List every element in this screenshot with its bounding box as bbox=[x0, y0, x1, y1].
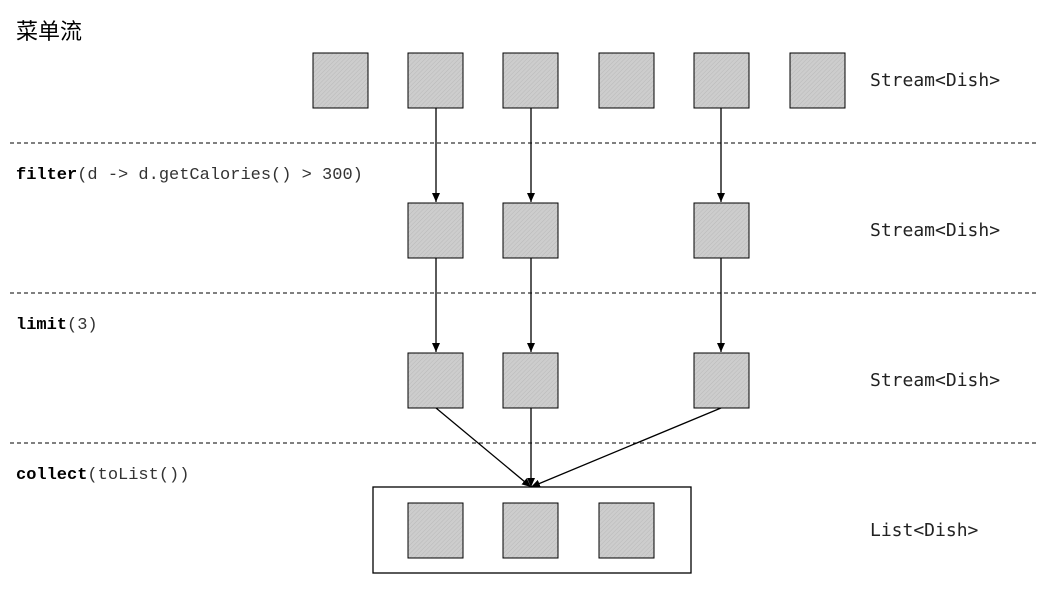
dish-box bbox=[502, 352, 559, 409]
dish-box bbox=[407, 352, 464, 409]
dish-box bbox=[789, 52, 846, 109]
arrow-collect-1 bbox=[435, 407, 532, 488]
dish-box bbox=[312, 52, 369, 109]
filter-op-name: filter bbox=[16, 166, 77, 185]
limit-op-name: limit bbox=[16, 316, 67, 335]
limit-op-args: (3) bbox=[67, 316, 98, 335]
dish-box bbox=[407, 502, 464, 559]
dish-box bbox=[693, 52, 750, 109]
filter-operation-label: filter(d -> d.getCalories() > 300) bbox=[16, 166, 363, 185]
dish-box bbox=[693, 352, 750, 409]
collect-op-args: (toList()) bbox=[87, 466, 189, 485]
collect-op-name: collect bbox=[16, 466, 87, 485]
dish-box bbox=[502, 52, 559, 109]
limit-operation-label: limit(3) bbox=[16, 316, 98, 335]
arrow-collect-3 bbox=[530, 407, 722, 488]
collect-operation-label: collect(toList()) bbox=[16, 466, 189, 485]
stream-type-label-source: Stream<Dish> bbox=[870, 70, 1000, 91]
dish-box bbox=[598, 52, 655, 109]
dish-box bbox=[407, 202, 464, 259]
filter-op-args: (d -> d.getCalories() > 300) bbox=[77, 166, 363, 185]
dish-box bbox=[407, 52, 464, 109]
dish-box bbox=[502, 502, 559, 559]
dish-box bbox=[598, 502, 655, 559]
diagram-title: 菜单流 bbox=[16, 20, 82, 45]
dish-box bbox=[693, 202, 750, 259]
dish-box bbox=[502, 202, 559, 259]
stream-type-label-filtered: Stream<Dish> bbox=[870, 220, 1000, 241]
stream-type-label-limited: Stream<Dish> bbox=[870, 370, 1000, 391]
list-type-label-result: List<Dish> bbox=[870, 520, 979, 541]
